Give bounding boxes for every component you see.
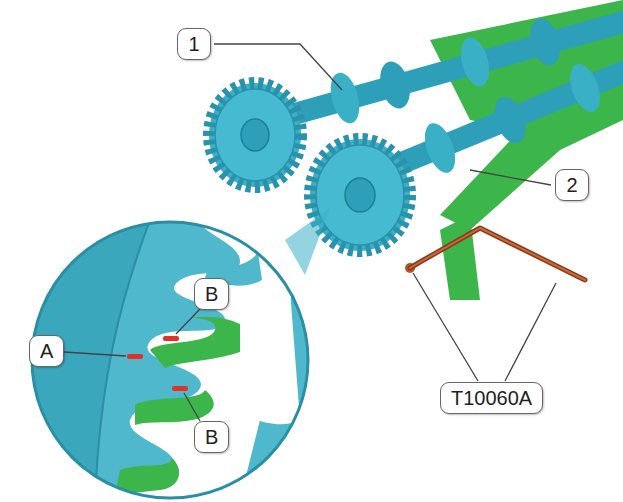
gear-face [215, 89, 295, 181]
leader-line [505, 283, 556, 381]
callout-box: A [29, 335, 64, 367]
cam-lobe [375, 58, 414, 112]
leader-line [184, 393, 200, 421]
gear-hub [345, 178, 375, 212]
zoom-cone [285, 208, 330, 275]
cam-lobe [456, 34, 494, 89]
gear-face [316, 145, 404, 245]
gear [209, 83, 301, 187]
bearing-block [440, 215, 480, 300]
cam-lobe [525, 15, 564, 69]
callout-box: 2 [555, 169, 589, 201]
gear-hub [241, 119, 269, 151]
callout-label: A [40, 339, 53, 363]
mark-b [163, 336, 179, 341]
detail-view [30, 220, 310, 500]
cam-lobe [564, 60, 606, 116]
leader-line [470, 170, 551, 185]
callout-box: B [194, 278, 229, 310]
callout-label: 2 [566, 173, 578, 197]
callout-label: 1 [188, 32, 200, 56]
leader-line [64, 352, 126, 356]
leader-line [413, 273, 478, 381]
locking-pin-tool [410, 228, 585, 280]
leader-line [176, 309, 200, 334]
mark-b [172, 386, 188, 391]
callout-label: B [205, 282, 218, 306]
locking-pin-tool [410, 228, 585, 280]
cam-lobe [419, 119, 461, 177]
callout-box: 1 [177, 28, 211, 60]
leader-line [214, 44, 342, 90]
callout-box: T10060A [440, 382, 543, 414]
cam-lobe [489, 93, 532, 148]
detail-circle [32, 222, 308, 498]
callout-label: B [205, 425, 218, 449]
mark-a [127, 354, 143, 359]
callout-box: B [194, 421, 229, 453]
callout-label: T10060A [451, 386, 532, 410]
gear [310, 139, 410, 251]
